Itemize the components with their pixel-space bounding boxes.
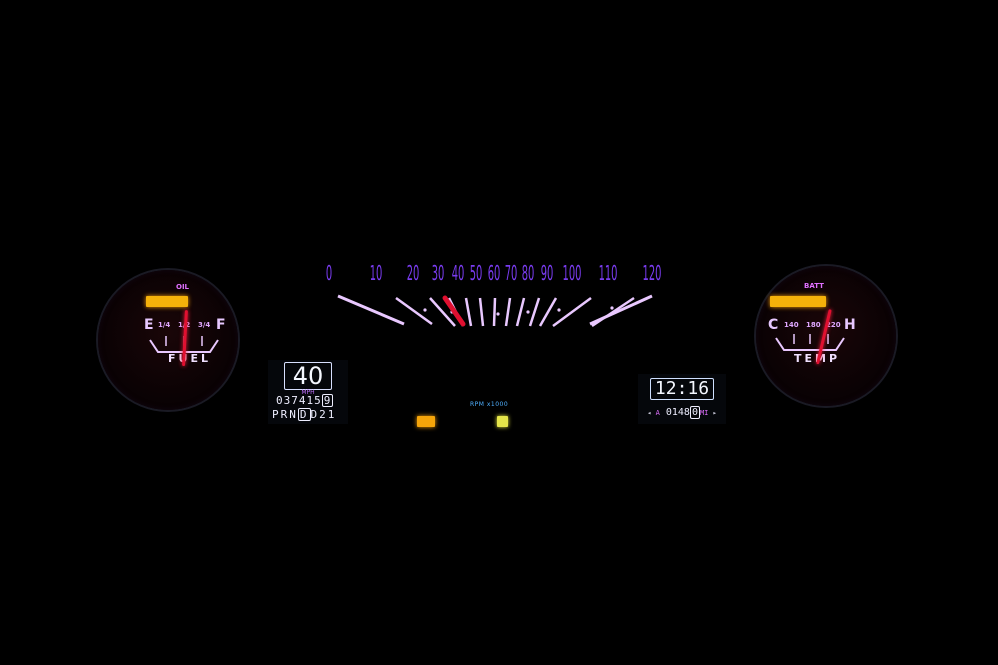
speed-tick	[552, 296, 592, 328]
temp-gauge: BATT C 140 180 220 H TEMP	[756, 266, 896, 406]
turn-signal-indicator	[417, 416, 435, 427]
trip-right-arrow-icon[interactable]: ▸	[708, 409, 717, 417]
speed-scale-label: 120	[643, 261, 662, 285]
batt-warning-label: BATT	[804, 282, 824, 290]
speed-scale-label: 70	[505, 261, 518, 285]
speed-scale-arm	[337, 294, 405, 326]
oil-warning-label: OIL	[176, 283, 190, 291]
temp-220-mark: 220	[826, 321, 841, 329]
speed-needle	[442, 295, 466, 327]
gears-after: D21	[310, 408, 337, 421]
speed-minor-dot	[610, 306, 614, 310]
speed-tick	[528, 297, 541, 327]
temp-scale-outline	[775, 334, 845, 351]
fuel-three-quarter-mark: 3/4	[198, 321, 211, 329]
speed-tick	[504, 297, 512, 327]
speed-tick	[591, 296, 635, 328]
speed-tick	[395, 296, 433, 326]
speed-scale-label: 60	[488, 261, 501, 285]
temp-180-mark: 180	[806, 321, 821, 329]
speed-tick	[515, 297, 526, 327]
speed-tick	[492, 297, 497, 327]
fuel-gauge-title: FUEL	[168, 352, 211, 365]
speed-scale-label: 40	[452, 261, 465, 285]
speed-scale-label: 110	[599, 261, 618, 285]
trip-unit: MI	[699, 409, 709, 417]
batt-warning-indicator	[770, 296, 826, 307]
fuel-quarter-mark: 1/4	[158, 321, 171, 329]
rpm-label: RPM x1000	[470, 401, 509, 408]
speed-minor-dot	[423, 308, 427, 312]
speed-scale-label: 80	[522, 261, 535, 285]
trip-label: A	[655, 409, 660, 417]
clock-time: 12:16	[650, 378, 714, 400]
speed-tick	[429, 297, 456, 327]
speed-scale-label: 50	[470, 261, 483, 285]
speed-tick	[464, 297, 473, 327]
trip-tenth: 0	[689, 406, 700, 419]
speed-tick	[478, 297, 485, 327]
temp-140-mark: 140	[784, 321, 799, 329]
oil-warning-indicator	[146, 296, 188, 307]
speed-minor-dot	[526, 310, 530, 314]
digital-speed: 40	[284, 362, 332, 390]
speed-minor-dot	[557, 308, 561, 312]
odometer-tenth: 9	[321, 394, 334, 407]
speed-scale-label: 0	[326, 261, 332, 285]
speed-unit: MPH	[301, 389, 315, 396]
trip-left-arrow-icon[interactable]: ◂	[647, 409, 656, 417]
speed-minor-dot	[496, 312, 500, 316]
high-beam-indicator	[497, 416, 508, 427]
odometer-value: 037415	[276, 394, 322, 407]
speed-scale-label: 100	[563, 261, 582, 285]
fuel-empty-mark: E	[144, 317, 154, 333]
gears-before: PRN	[272, 408, 298, 421]
temp-cold-mark: C	[768, 317, 779, 333]
speed-scale-label: 20	[407, 261, 420, 285]
speed-scale-label: 10	[370, 261, 383, 285]
speed-scale-label: 90	[541, 261, 554, 285]
speed-tick	[538, 297, 558, 327]
speed-scale-label: 30	[432, 261, 445, 285]
temp-gauge-title: TEMP	[794, 352, 840, 365]
trip-value: 0148	[665, 407, 690, 418]
temp-hot-mark: H	[844, 317, 856, 333]
selected-gear: D	[297, 408, 311, 421]
fuel-scale-outline	[149, 336, 219, 353]
fuel-full-mark: F	[216, 317, 226, 333]
fuel-gauge: OIL E 1/4 1/2 3/4 F FUEL	[98, 270, 238, 410]
